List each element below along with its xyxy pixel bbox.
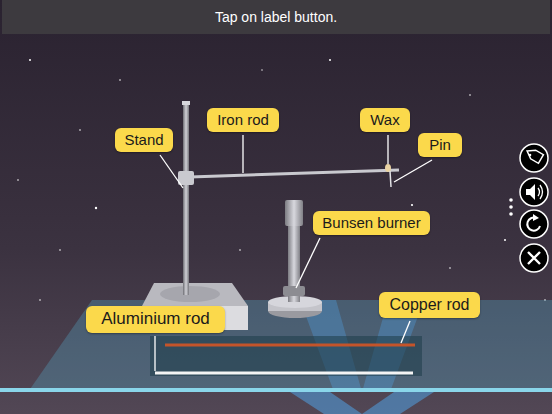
label-text: Iron rod — [217, 111, 269, 129]
label-button — [520, 144, 548, 172]
part-label: Wax — [360, 108, 410, 132]
label-text: Wax — [370, 111, 399, 129]
instruction-text: Tap on label button. — [215, 9, 337, 26]
sound-button — [520, 178, 548, 206]
close-button — [520, 244, 548, 272]
stars — [17, 59, 546, 301]
label-text: Copper rod — [389, 295, 469, 314]
part-label: Iron rod — [207, 108, 279, 132]
part-label: Pin — [418, 133, 462, 157]
label-text: Stand — [124, 131, 163, 149]
iron-rod — [190, 170, 399, 177]
instruction-banner: Tap on label button. — [2, 0, 550, 34]
bunsen-burner — [283, 286, 305, 296]
rod-holder — [150, 336, 422, 376]
stand-base — [142, 283, 248, 306]
bunsen-burner — [285, 200, 303, 226]
reload-button — [520, 210, 548, 238]
stand-base — [160, 286, 220, 302]
wax — [385, 164, 391, 172]
part-label: Stand — [115, 128, 173, 152]
label-text: Aluminium rod — [101, 309, 210, 329]
stand-pole — [182, 101, 190, 105]
leader-lines — [155, 135, 432, 371]
table-support — [290, 392, 434, 414]
part-label: Copper rod — [379, 292, 480, 318]
label-text: Bunsen burner — [322, 214, 420, 232]
table-edge — [0, 388, 552, 392]
pin — [390, 171, 391, 187]
menu-dots — [509, 198, 513, 216]
part-label: Bunsen burner — [313, 211, 430, 235]
part-label: Aluminium rod — [86, 306, 225, 333]
copper-rod — [165, 344, 415, 347]
aluminium-rod — [155, 372, 413, 375]
label-text: Pin — [429, 136, 451, 154]
stand-pole — [183, 103, 189, 295]
